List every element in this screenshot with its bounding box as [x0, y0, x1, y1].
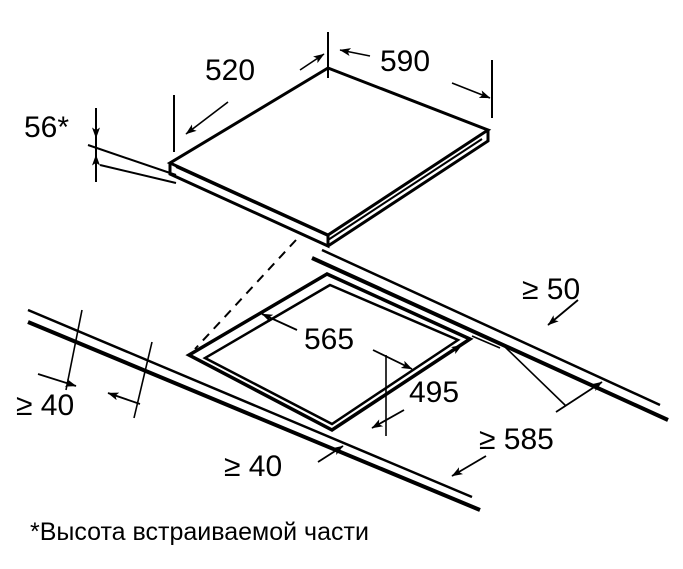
- dimension-label-520: 520: [205, 54, 256, 87]
- dim-40-left-leaders: [37, 373, 141, 405]
- dim-585-leaders: [451, 381, 603, 477]
- dimension-label-495: 495: [409, 376, 460, 409]
- dim-495-leaders: [371, 344, 463, 429]
- dimension-label-min-50: ≥ 50: [522, 273, 581, 306]
- dim-520-leaders: [185, 53, 325, 135]
- dimension-label-min-585: ≥ 585: [479, 423, 554, 456]
- dim-40-front-leader: [317, 445, 344, 463]
- worktop-cutout-outer: [185, 272, 474, 433]
- dim-50-leader: [547, 299, 579, 326]
- worktop-rear-edge: [311, 256, 669, 422]
- worktop-front-edge: [27, 320, 481, 512]
- dimension-label-56-star: 56*: [24, 111, 70, 144]
- dimension-label-590: 590: [380, 45, 431, 78]
- dim-585-extension-lines: [503, 345, 567, 407]
- dimension-label-565: 565: [304, 323, 355, 356]
- dimension-label-min-40-left: ≥ 40: [16, 389, 75, 422]
- dim-565-leaders: [261, 313, 413, 370]
- cooktop-top-face: [166, 66, 492, 237]
- dim-495-extension-lines: [385, 335, 501, 436]
- cooktop-underside-reference-lines: [87, 144, 177, 184]
- dimension-label-min-40-front: ≥ 40: [224, 450, 283, 483]
- dim-590-leaders: [339, 48, 491, 99]
- worktop-front-edge-inner: [27, 308, 473, 499]
- cooktop-bevel-lines: [175, 138, 483, 241]
- dimension-extension-lines: [173, 32, 493, 152]
- dim-40-left-extension-lines: [65, 309, 153, 419]
- projection-dashed-line: [194, 239, 297, 350]
- footnote-text: *Высота встраиваемой части: [30, 518, 369, 546]
- cooktop-side-faces: [168, 130, 490, 249]
- worktop-cutout-inner: [202, 283, 461, 426]
- worktop-rear-edge-inner: [321, 248, 661, 407]
